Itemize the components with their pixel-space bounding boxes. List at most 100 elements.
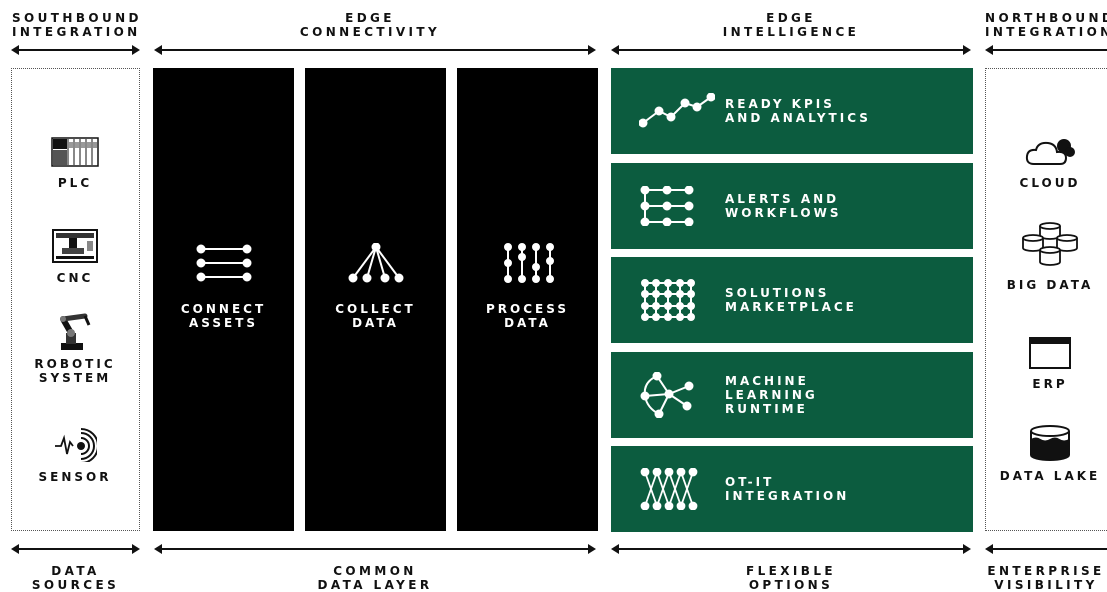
machine-learning-box: MACHINE LEARNING RUNTIME	[611, 352, 973, 438]
label-line: PROCESS	[486, 302, 569, 316]
solutions-marketplace-box: SOLUTIONS MARKETPLACE	[611, 257, 973, 343]
label-line: INTEGRATION	[725, 489, 850, 503]
plc-icon	[51, 137, 99, 167]
process-data-column: PROCESS DATA	[457, 68, 598, 531]
destination-erp: ERP	[985, 337, 1107, 391]
grid-nodes-icon	[641, 279, 695, 321]
data-lake-icon	[1030, 425, 1070, 461]
header-line: EDGE	[345, 11, 395, 25]
machine-learning-label: MACHINE LEARNING RUNTIME	[725, 374, 818, 416]
workflow-icon	[640, 186, 694, 226]
sensor-icon	[55, 428, 97, 462]
footer-flexible-options: FLEXIBLE OPTIONS	[716, 564, 866, 592]
kpi-line-icon	[639, 93, 715, 128]
label-line: SYSTEM	[38, 371, 112, 385]
footer-line: COMMON	[333, 564, 417, 578]
arrow-common-data-layer	[154, 544, 596, 554]
label-line: CONNECT	[180, 302, 267, 316]
header-northbound-integration: NORTHBOUND INTEGRATION	[985, 11, 1107, 39]
label-line: COLLECT	[335, 302, 416, 316]
arrow-enterprise-visibility	[985, 544, 1107, 554]
source-sensor: SENSOR	[10, 428, 140, 484]
label-line: MACHINE	[725, 374, 809, 388]
collect-data-label: COLLECT DATA	[305, 302, 446, 330]
ot-it-integration-label: OT-IT INTEGRATION	[725, 475, 849, 503]
arrow-data-sources	[11, 544, 140, 554]
header-line: SOUTHBOUND	[12, 11, 142, 25]
footer-line: OPTIONS	[748, 578, 834, 592]
header-southbound-integration: SOUTHBOUND INTEGRATION	[12, 11, 142, 39]
label-line: OT-IT	[725, 475, 775, 489]
label-line: DATA	[504, 316, 551, 330]
destination-data-lake: DATA LAKE	[985, 425, 1107, 483]
source-plc: PLC	[10, 136, 140, 190]
label-line: WORKFLOWS	[725, 206, 842, 220]
arrow-connectivity	[154, 45, 596, 55]
collect-data-column: COLLECT DATA	[305, 68, 446, 531]
alerts-workflows-box: ALERTS AND WORKFLOWS	[611, 163, 973, 249]
arrow-southbound	[11, 45, 140, 55]
process-data-label: PROCESS DATA	[457, 302, 598, 330]
footer-line: VISIBILITY	[994, 578, 1098, 592]
label-line: LEARNING	[725, 388, 818, 402]
label-line: DATA	[352, 316, 399, 330]
ready-kpis-label: READY KPIS AND ANALYTICS	[725, 97, 871, 125]
database-cluster-icon	[1022, 222, 1078, 266]
label-line: ALERTS AND	[725, 192, 840, 206]
ot-it-integration-box: OT-IT INTEGRATION	[611, 446, 973, 532]
robotic-arm-icon	[60, 313, 91, 350]
arrow-intelligence	[611, 45, 971, 55]
arrow-flexible-options	[611, 544, 971, 554]
collect-data-icon	[348, 243, 403, 283]
mesh-icon	[640, 468, 698, 510]
alerts-workflows-label: ALERTS AND WORKFLOWS	[725, 192, 841, 220]
cloud-icon	[1025, 139, 1075, 165]
source-label: PLC	[57, 176, 93, 190]
label-line: ROBOTIC	[34, 357, 116, 371]
source-label: CNC	[56, 271, 94, 285]
connect-assets-label: CONNECT ASSETS	[153, 302, 294, 330]
header-line: CONNECTIVITY	[299, 25, 441, 39]
source-robotic-system: ROBOTIC SYSTEM	[10, 313, 140, 385]
source-cnc: CNC	[10, 229, 140, 285]
footer-enterprise-visibility: ENTERPRISE VISIBILITY	[985, 564, 1107, 592]
process-data-icon	[503, 243, 554, 283]
footer-data-sources: DATA SOURCES	[11, 564, 140, 592]
footer-line: FLEXIBLE	[746, 564, 836, 578]
header-line: EDGE	[766, 11, 816, 25]
destination-label: BIG DATA	[1006, 278, 1094, 292]
label-line: AND ANALYTICS	[725, 111, 871, 125]
arrow-northbound	[985, 45, 1107, 55]
footer-line: ENTERPRISE	[987, 564, 1105, 578]
source-label: ROBOTIC SYSTEM	[10, 357, 140, 385]
destination-cloud: CLOUD	[985, 136, 1107, 190]
header-line: INTEGRATION	[12, 25, 141, 39]
ready-kpis-box: READY KPIS AND ANALYTICS	[611, 68, 973, 154]
erp-window-icon	[1029, 337, 1071, 369]
ml-graph-icon	[640, 372, 694, 418]
header-line: INTELLIGENCE	[722, 25, 860, 39]
connect-assets-icon	[196, 244, 251, 282]
footer-line: SOURCES	[31, 578, 120, 592]
destination-label: ERP	[1032, 377, 1068, 391]
footer-common-data-layer: COMMON DATA LAYER	[295, 564, 455, 592]
label-line: SOLUTIONS	[725, 286, 830, 300]
destinations-box	[985, 68, 1107, 531]
label-line: ASSETS	[188, 316, 259, 330]
cnc-icon	[52, 229, 98, 263]
footer-line: DATA LAYER	[317, 578, 433, 592]
destination-label: DATA LAKE	[999, 469, 1101, 483]
destination-big-data: BIG DATA	[985, 222, 1107, 292]
connect-assets-column: CONNECT ASSETS	[153, 68, 294, 531]
header-line: INTEGRATION	[985, 25, 1107, 39]
footer-line: DATA	[51, 564, 100, 578]
header-edge-intelligence: EDGE INTELLIGENCE	[716, 11, 866, 39]
data-sources-box	[11, 68, 140, 531]
destination-label: CLOUD	[1019, 176, 1081, 190]
label-line: READY KPIS	[725, 97, 835, 111]
header-edge-connectivity: EDGE CONNECTIVITY	[295, 11, 445, 39]
solutions-marketplace-label: SOLUTIONS MARKETPLACE	[725, 286, 857, 314]
source-label: SENSOR	[38, 470, 112, 484]
header-line: NORTHBOUND	[985, 11, 1107, 25]
label-line: MARKETPLACE	[725, 300, 857, 314]
